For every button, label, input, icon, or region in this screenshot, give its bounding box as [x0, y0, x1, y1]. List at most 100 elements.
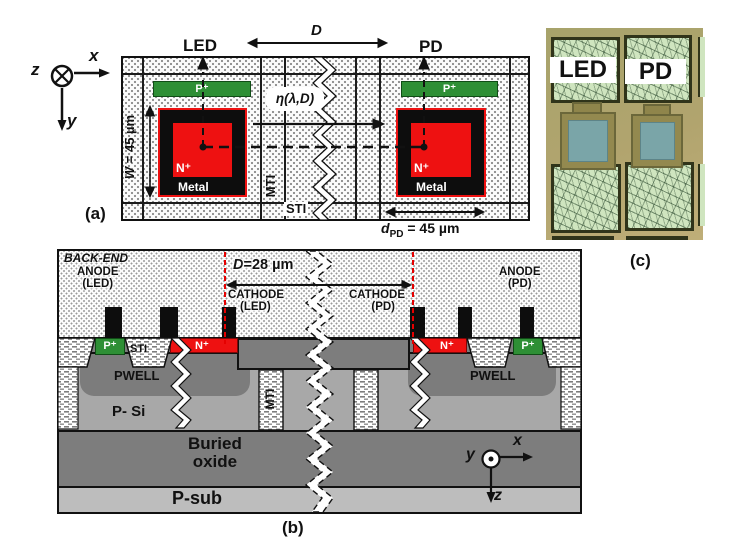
pd-text: PD — [638, 58, 673, 85]
pwell-pd-label: PWELL — [470, 369, 516, 383]
axis-z-text: z — [31, 60, 40, 79]
w-rest: = 45 µm — [122, 114, 137, 167]
pd-p-plus: P⁺ — [513, 338, 543, 355]
axis-z-text: z — [494, 487, 502, 504]
led-n-plus-label: N⁺ — [176, 161, 191, 175]
panel-a-tag: (a) — [85, 205, 106, 223]
axes-icon-panel-a — [50, 64, 110, 131]
axis-y-text: y — [466, 446, 475, 463]
mti-text: MTI — [263, 174, 278, 198]
p-si-text: P- Si — [112, 403, 146, 420]
d28-rest: =28 µm — [243, 257, 294, 273]
anode-pd-label: ANODE (PD) — [499, 266, 541, 290]
p-plus-label: P⁺ — [442, 83, 457, 95]
pwell-text: PWELL — [470, 368, 516, 383]
pd-label: PD — [419, 38, 443, 56]
d-text: D — [311, 22, 322, 39]
n-plus-label: N⁺ — [440, 340, 454, 352]
grid-line — [260, 58, 262, 219]
pd-metal-square: N⁺ Metal — [396, 108, 486, 197]
d28-var: D — [233, 257, 244, 273]
led-label: LED — [183, 37, 217, 55]
axis-y-label-a: y — [67, 112, 76, 130]
grid-line — [379, 58, 381, 219]
anode-text: ANODE — [77, 266, 119, 278]
axis-z-label-a: z — [31, 61, 40, 79]
pd-text: PD — [419, 37, 443, 56]
led-p-plus: P⁺ — [95, 338, 125, 355]
axis-x-label-b: x — [513, 432, 522, 450]
anode-text: ANODE — [499, 266, 541, 278]
w-var: W — [122, 166, 137, 180]
sti-label-a: STI — [284, 201, 309, 216]
cathode-text: CATHODE — [228, 289, 285, 301]
axis-y-text: y — [67, 111, 77, 130]
panel-a-top-view: P⁺ N⁺ Metal P⁺ N⁺ Metal — [121, 56, 530, 221]
bondpad — [551, 164, 621, 233]
led-n-plus: N⁺ — [170, 338, 238, 353]
mti-label-b: MTI — [263, 379, 278, 419]
axis-x-text: x — [89, 46, 99, 65]
panel-c-tag: (c) — [630, 252, 651, 270]
led-paren-text: (LED) — [82, 278, 114, 291]
dpd-dimension-label: dPD = 45 µm — [381, 221, 459, 240]
dpd-var: d — [381, 220, 390, 236]
pd-paren-text: (PD) — [371, 301, 396, 314]
cathode-text: CATHODE — [349, 289, 406, 301]
p-si-label: P- Si — [112, 404, 145, 420]
grid-line — [123, 202, 528, 204]
grid-line — [509, 58, 511, 219]
pwell-led-label: PWELL — [114, 369, 160, 383]
led-device-frame — [560, 112, 616, 170]
p-plus-label: P⁺ — [195, 83, 209, 95]
p-plus-label: P⁺ — [521, 340, 535, 352]
micrograph-pd-label: PD — [625, 59, 686, 84]
grid-line — [123, 73, 528, 75]
eta-label: η(λ,D) — [266, 87, 324, 111]
p-sub-text: P-sub — [172, 488, 223, 508]
p-plus-label: P⁺ — [103, 340, 117, 352]
partial-pad-edge — [552, 236, 614, 240]
micrograph-led-label: LED — [550, 57, 616, 83]
grid-line — [355, 58, 357, 219]
eta-text: η(λ,D) — [275, 91, 315, 106]
grid-line — [284, 58, 286, 219]
d28-label: D=28 µm — [233, 257, 294, 273]
pwell-text: PWELL — [114, 368, 160, 383]
panel-b-tag-text: (b) — [282, 518, 304, 537]
sti-text: STI — [286, 201, 307, 216]
grid-line — [142, 58, 144, 219]
buried-text: Buried — [188, 434, 242, 453]
pd-p-plus-region: P⁺ — [401, 81, 498, 97]
sti-label-b: STI — [130, 343, 147, 356]
inter-cell-oxide — [237, 338, 410, 370]
mti-text: MTI — [263, 388, 277, 410]
anode-pd-contact — [520, 307, 534, 338]
pd-n-plus-label: N⁺ — [414, 161, 429, 175]
pd-paren-text: (PD) — [507, 278, 532, 291]
cathode-led-label: CATHODE (LED) — [228, 289, 284, 313]
partial-pad-edge — [698, 37, 705, 97]
dpd-rest: = 45 µm — [403, 220, 460, 236]
led-mid-contact — [160, 307, 178, 338]
w-dimension-label: W = 45 µm — [122, 102, 139, 192]
partial-pad-edge — [626, 236, 688, 240]
backend-text: BACK-END — [64, 251, 128, 265]
pd-n-plus: N⁺ — [413, 338, 467, 353]
panel-b-tag: (b) — [282, 519, 304, 537]
cathode-pd-label: CATHODE (PD) — [349, 289, 405, 313]
axis-x-label-a: x — [89, 47, 98, 65]
d-label: D — [311, 23, 322, 39]
pd-mid-contact — [458, 307, 472, 338]
p-sub-label: P-sub — [172, 489, 222, 508]
bondpad — [625, 162, 694, 231]
n-plus-label: N⁺ — [195, 340, 209, 352]
panel-c-tag-text: (c) — [630, 251, 651, 270]
axis-z-label-b: z — [494, 487, 502, 505]
anode-led-contact — [105, 307, 122, 338]
axis-x-text: x — [513, 432, 522, 449]
oxide-text: oxide — [192, 451, 238, 471]
axis-y-label-b: y — [466, 446, 475, 464]
backend-label: BACK-END — [64, 252, 128, 265]
